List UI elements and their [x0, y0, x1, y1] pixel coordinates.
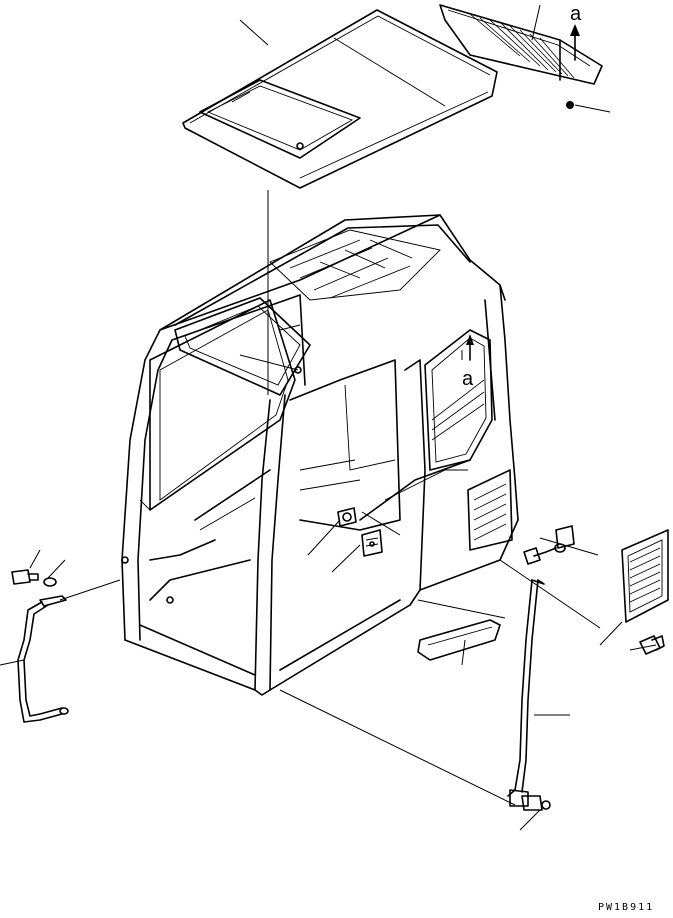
- floor-trim: [417, 619, 501, 661]
- view-arrow-a-top: [570, 24, 580, 61]
- latch-bolt-parts: [337, 507, 383, 557]
- drawing-code: PW1B911: [598, 902, 654, 913]
- view-label-side: a: [462, 368, 474, 390]
- leader-lines: [0, 4, 657, 831]
- roof-panel: [182, 9, 498, 189]
- vent-grille: [621, 529, 669, 655]
- visor-panel: [439, 4, 603, 109]
- left-rod-assembly: [11, 569, 69, 723]
- right-rod-assembly: [507, 525, 575, 811]
- view-label-top: a: [570, 3, 582, 25]
- view-arrow-a-side: [466, 334, 474, 361]
- cab-frame: [121, 214, 519, 696]
